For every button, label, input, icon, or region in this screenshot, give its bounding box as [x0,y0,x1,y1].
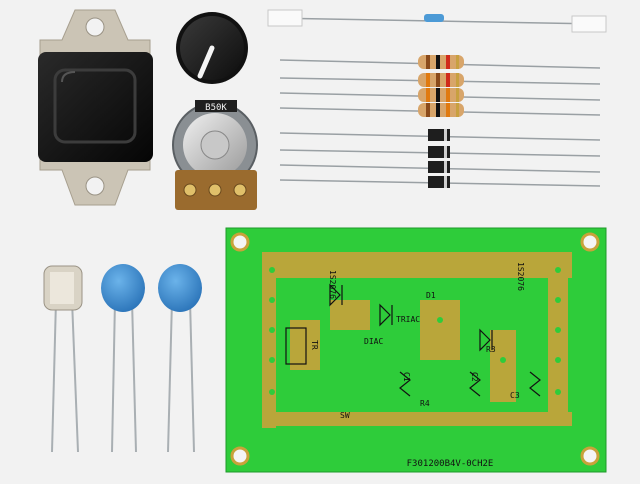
pcb-label-q1: D1 [426,291,436,300]
potentiometer: B50K [172,100,258,210]
pcb-label-c3: C3 [510,391,520,400]
resistor-2 [279,73,601,87]
diode-1 [279,129,601,141]
pcb-bottom-marking: F301200B4V-0CH2E [407,459,494,469]
ceramic-capacitor-1 [101,264,145,453]
diode-3 [279,161,601,173]
pcb-board: 1S2076 1S2076 D1 TRIAC DIAC R3 TR SW C1 … [225,227,607,473]
pcb-label-diac: DIAC [364,337,383,346]
small-resistor [267,9,607,33]
knob-pointer [197,45,215,79]
pcb-label-c2: C2 [470,372,479,382]
pcb-label-c1: C1 [402,372,411,382]
pcb-label-tr: TR [310,340,319,350]
pot-marking: B50K [205,103,227,113]
triac-body [38,52,153,162]
film-capacitor [43,265,83,453]
diode-4 [279,176,601,188]
resistor-4 [279,103,601,117]
ceramic-capacitor-2 [158,264,202,453]
resistor-1 [279,55,601,69]
pcb-label-r1: 1S2076 [328,270,337,299]
triac-module [38,9,153,206]
pcb-label-sw: SW [340,411,350,420]
pcb-label-r3: R3 [486,345,496,354]
resistor-3 [279,88,601,102]
pcb-label-r4: R4 [420,399,430,408]
knob [176,12,248,84]
pcb-label-r2: 1S2076 [516,262,525,291]
pcb-label-d2: TRIAC [396,315,420,324]
diode-2 [279,146,601,158]
